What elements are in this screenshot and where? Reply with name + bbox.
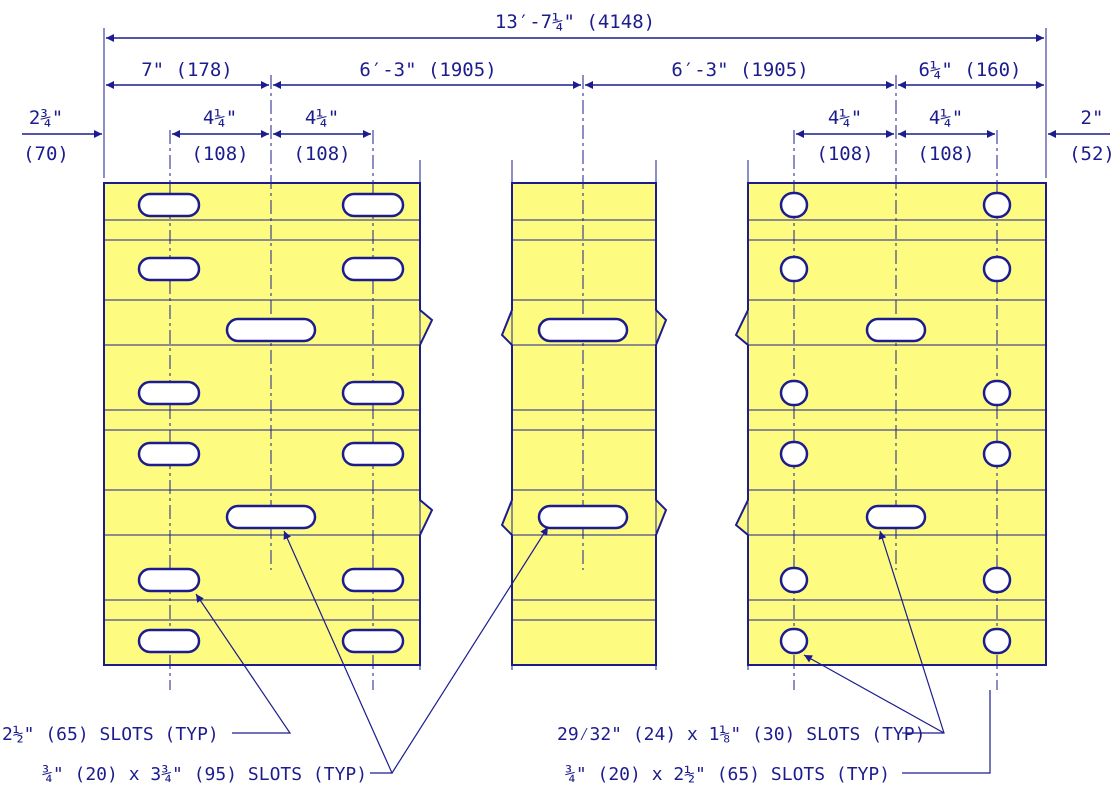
leader-slots-24x30-b xyxy=(803,654,945,734)
slot xyxy=(137,192,201,218)
dim-left-edge-top: 2¾" xyxy=(29,107,63,129)
dim-right-edge-top: 2" xyxy=(1081,107,1104,129)
slot xyxy=(537,504,629,530)
dim-right-edge-bottom: (52) xyxy=(1069,143,1115,165)
slot xyxy=(341,256,405,282)
slots-left-panel xyxy=(137,192,405,654)
panel-right xyxy=(734,182,1047,666)
slot xyxy=(341,192,405,218)
dim-pair-d-bottom: (108) xyxy=(917,143,974,165)
dim-left-edge-bottom: (70) xyxy=(23,143,69,165)
slot xyxy=(225,317,317,343)
dim-span-right: 6′-3" (1905) xyxy=(671,59,808,81)
slot xyxy=(137,256,201,282)
panel-middle xyxy=(500,182,668,666)
slot xyxy=(341,628,405,654)
dim-pair-d-top: 4¼" xyxy=(929,107,963,129)
dim-pair-c-top: 4¼" xyxy=(828,107,862,129)
panel-left-corrugations xyxy=(104,219,420,621)
slot xyxy=(982,440,1012,468)
dimension-lines xyxy=(22,34,1110,138)
note-slots-24x30: 29⁄32" (24) x 1⅛" (30) SLOTS (TYP) xyxy=(557,724,925,745)
panel-right-corrugations xyxy=(748,219,1046,621)
slot xyxy=(537,317,629,343)
dim-pair-b-bottom: (108) xyxy=(293,143,350,165)
dim-pair-a-top: 4¼" xyxy=(203,107,237,129)
slot xyxy=(982,255,1012,283)
slot xyxy=(779,440,809,468)
leader-slots-95-b xyxy=(391,526,549,774)
slot xyxy=(982,191,1012,219)
slot xyxy=(137,628,201,654)
dim-overall: 13′-7¼" (4148) xyxy=(495,11,655,33)
slot xyxy=(341,567,405,593)
slot xyxy=(341,441,405,467)
panel-middle-corrugations xyxy=(512,219,656,621)
slot xyxy=(982,627,1012,655)
slots-middle-panel xyxy=(537,317,629,530)
slot xyxy=(779,255,809,283)
slot xyxy=(225,504,317,530)
slot xyxy=(779,566,809,594)
slot xyxy=(137,380,201,406)
leader-slots-65 xyxy=(195,593,292,734)
dim-pair-b-top: 4¼" xyxy=(305,107,339,129)
dim-pair-a-bottom: (108) xyxy=(191,143,248,165)
slot xyxy=(779,379,809,407)
note-slots-65: 2½" (65) SLOTS (TYP) xyxy=(2,724,219,745)
extension-lines xyxy=(103,28,1047,670)
slot xyxy=(779,191,809,219)
slot xyxy=(982,566,1012,594)
slot xyxy=(137,441,201,467)
slot xyxy=(982,379,1012,407)
leader-lines xyxy=(195,526,991,774)
slots-right-panel xyxy=(779,191,1012,655)
slot xyxy=(137,567,201,593)
note-slots-20x65: ¾" (20) x 2½" (65) SLOTS (TYP) xyxy=(565,764,890,785)
note-slots-95: ¾" (20) x 3¾" (95) SLOTS (TYP) xyxy=(42,764,367,785)
slot xyxy=(779,627,809,655)
slot xyxy=(865,504,927,530)
dim-pair-c-bottom: (108) xyxy=(816,143,873,165)
dim-span-left: 6′-3" (1905) xyxy=(359,59,496,81)
slot xyxy=(341,380,405,406)
panel-left xyxy=(103,182,434,666)
dim-left-offset: 7" (178) xyxy=(141,59,233,81)
slot xyxy=(865,317,927,343)
dim-right-offset: 6¼" (160) xyxy=(919,59,1022,81)
center-lines xyxy=(169,75,998,690)
leader-slots-20x65 xyxy=(902,690,991,774)
